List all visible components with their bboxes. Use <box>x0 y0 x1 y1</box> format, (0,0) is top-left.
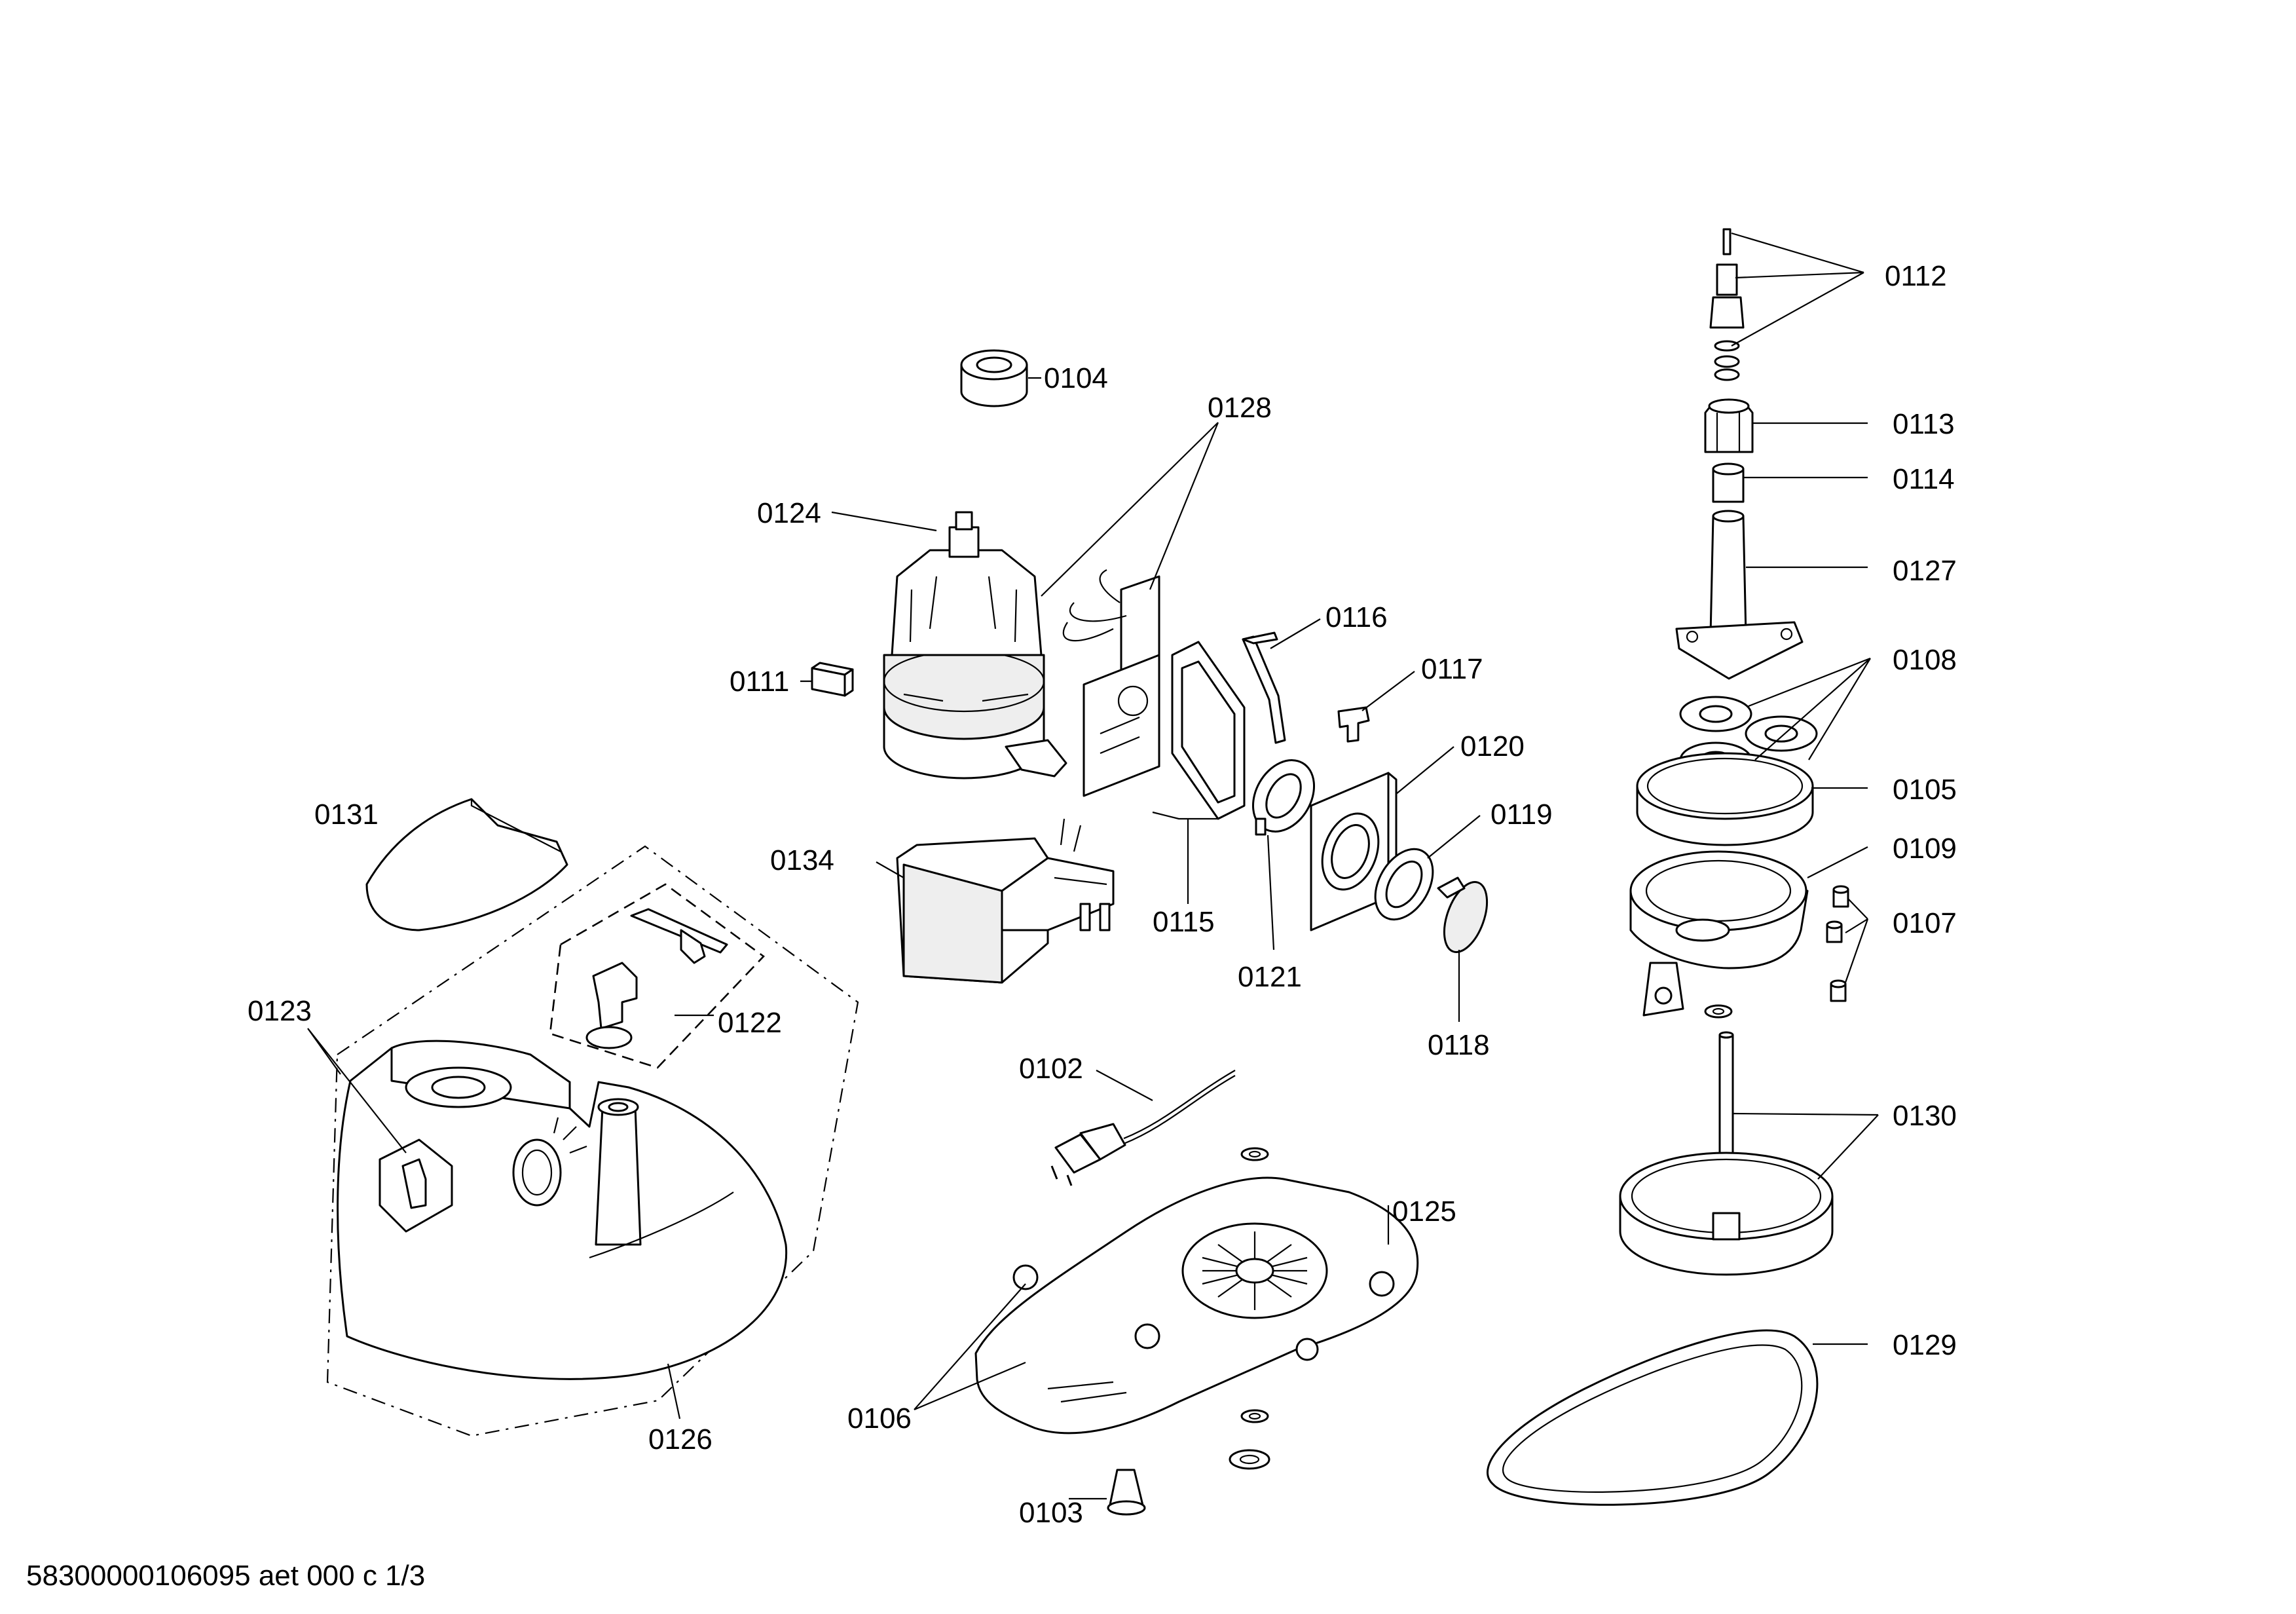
label-0108: 0108 <box>1893 644 1957 676</box>
part-0134-housing <box>896 818 1115 984</box>
label-0124: 0124 <box>757 497 821 529</box>
label-0102: 0102 <box>1019 1053 1083 1085</box>
part-0118-knob <box>1437 876 1489 953</box>
label-0112: 0112 <box>1885 260 1947 292</box>
part-0122-switch <box>585 908 728 1049</box>
label-0113: 0113 <box>1893 408 1955 440</box>
label-0129: 0129 <box>1893 1329 1957 1361</box>
label-0103: 0103 <box>1019 1497 1083 1529</box>
label-0107: 0107 <box>1893 907 1957 939</box>
label-0117: 0117 <box>1421 653 1483 685</box>
part-0119-washer <box>1374 848 1434 921</box>
label-0114: 0114 <box>1893 463 1955 495</box>
part-0105-ring-gear <box>1636 752 1814 846</box>
label-0105: 0105 <box>1893 774 1957 806</box>
leader-lines <box>307 232 1879 1500</box>
label-0109: 0109 <box>1893 833 1957 865</box>
part-0128-circuit-board <box>1062 569 1160 797</box>
label-0126: 0126 <box>648 1423 713 1455</box>
label-0134: 0134 <box>770 844 834 876</box>
label-0130: 0130 <box>1893 1100 1957 1132</box>
part-0103-foot <box>1107 1449 1270 1516</box>
part-0102-power-cord <box>1050 1070 1236 1186</box>
part-0117-clip <box>1337 706 1370 743</box>
label-0127: 0127 <box>1893 555 1957 587</box>
part-0114-bushing <box>1712 462 1745 503</box>
label-0116: 0116 <box>1325 601 1388 633</box>
label-0123: 0123 <box>248 995 312 1027</box>
part-0115-frame <box>1152 641 1246 820</box>
label-0115: 0115 <box>1153 906 1215 938</box>
part-0124-motor <box>883 511 1067 779</box>
label-0121: 0121 <box>1238 961 1302 993</box>
label-0120: 0120 <box>1460 730 1525 762</box>
part-0107-studs <box>1704 885 1849 1019</box>
label-0128: 0128 <box>1208 392 1272 424</box>
part-0120-plate <box>1310 772 1398 931</box>
label-0119: 0119 <box>1491 798 1553 831</box>
part-0121-ring <box>1251 759 1316 836</box>
label-0122: 0122 <box>718 1007 782 1039</box>
part-0113-coupling <box>1704 398 1754 453</box>
part-0106-feet <box>1240 1147 1269 1423</box>
part-0126-base-body <box>337 1040 788 1380</box>
part-0131-cover <box>365 798 568 931</box>
part-0109-gear-housing <box>1629 850 1809 1017</box>
part-0127-shaft-housing <box>1675 510 1804 680</box>
part-0125-base-plate <box>974 1176 1419 1435</box>
outline-0122 <box>549 883 765 1069</box>
label-0111: 0111 <box>730 666 789 698</box>
part-0130-drive-wheel <box>1619 1031 1834 1276</box>
document-code-footer: 58300000106095 aet 000 c 1/3 <box>26 1560 425 1592</box>
label-0106: 0106 <box>847 1402 912 1435</box>
part-0104-ring <box>960 349 1028 407</box>
part-0129-belt <box>1487 1329 1819 1506</box>
label-0125: 0125 <box>1392 1195 1456 1228</box>
label-0118: 0118 <box>1428 1029 1490 1061</box>
part-0111-block <box>811 662 854 697</box>
part-0116-clip <box>1242 631 1286 744</box>
part-0112-pin-gear <box>1709 228 1745 381</box>
label-0131: 0131 <box>314 798 379 831</box>
label-0104: 0104 <box>1044 362 1108 394</box>
